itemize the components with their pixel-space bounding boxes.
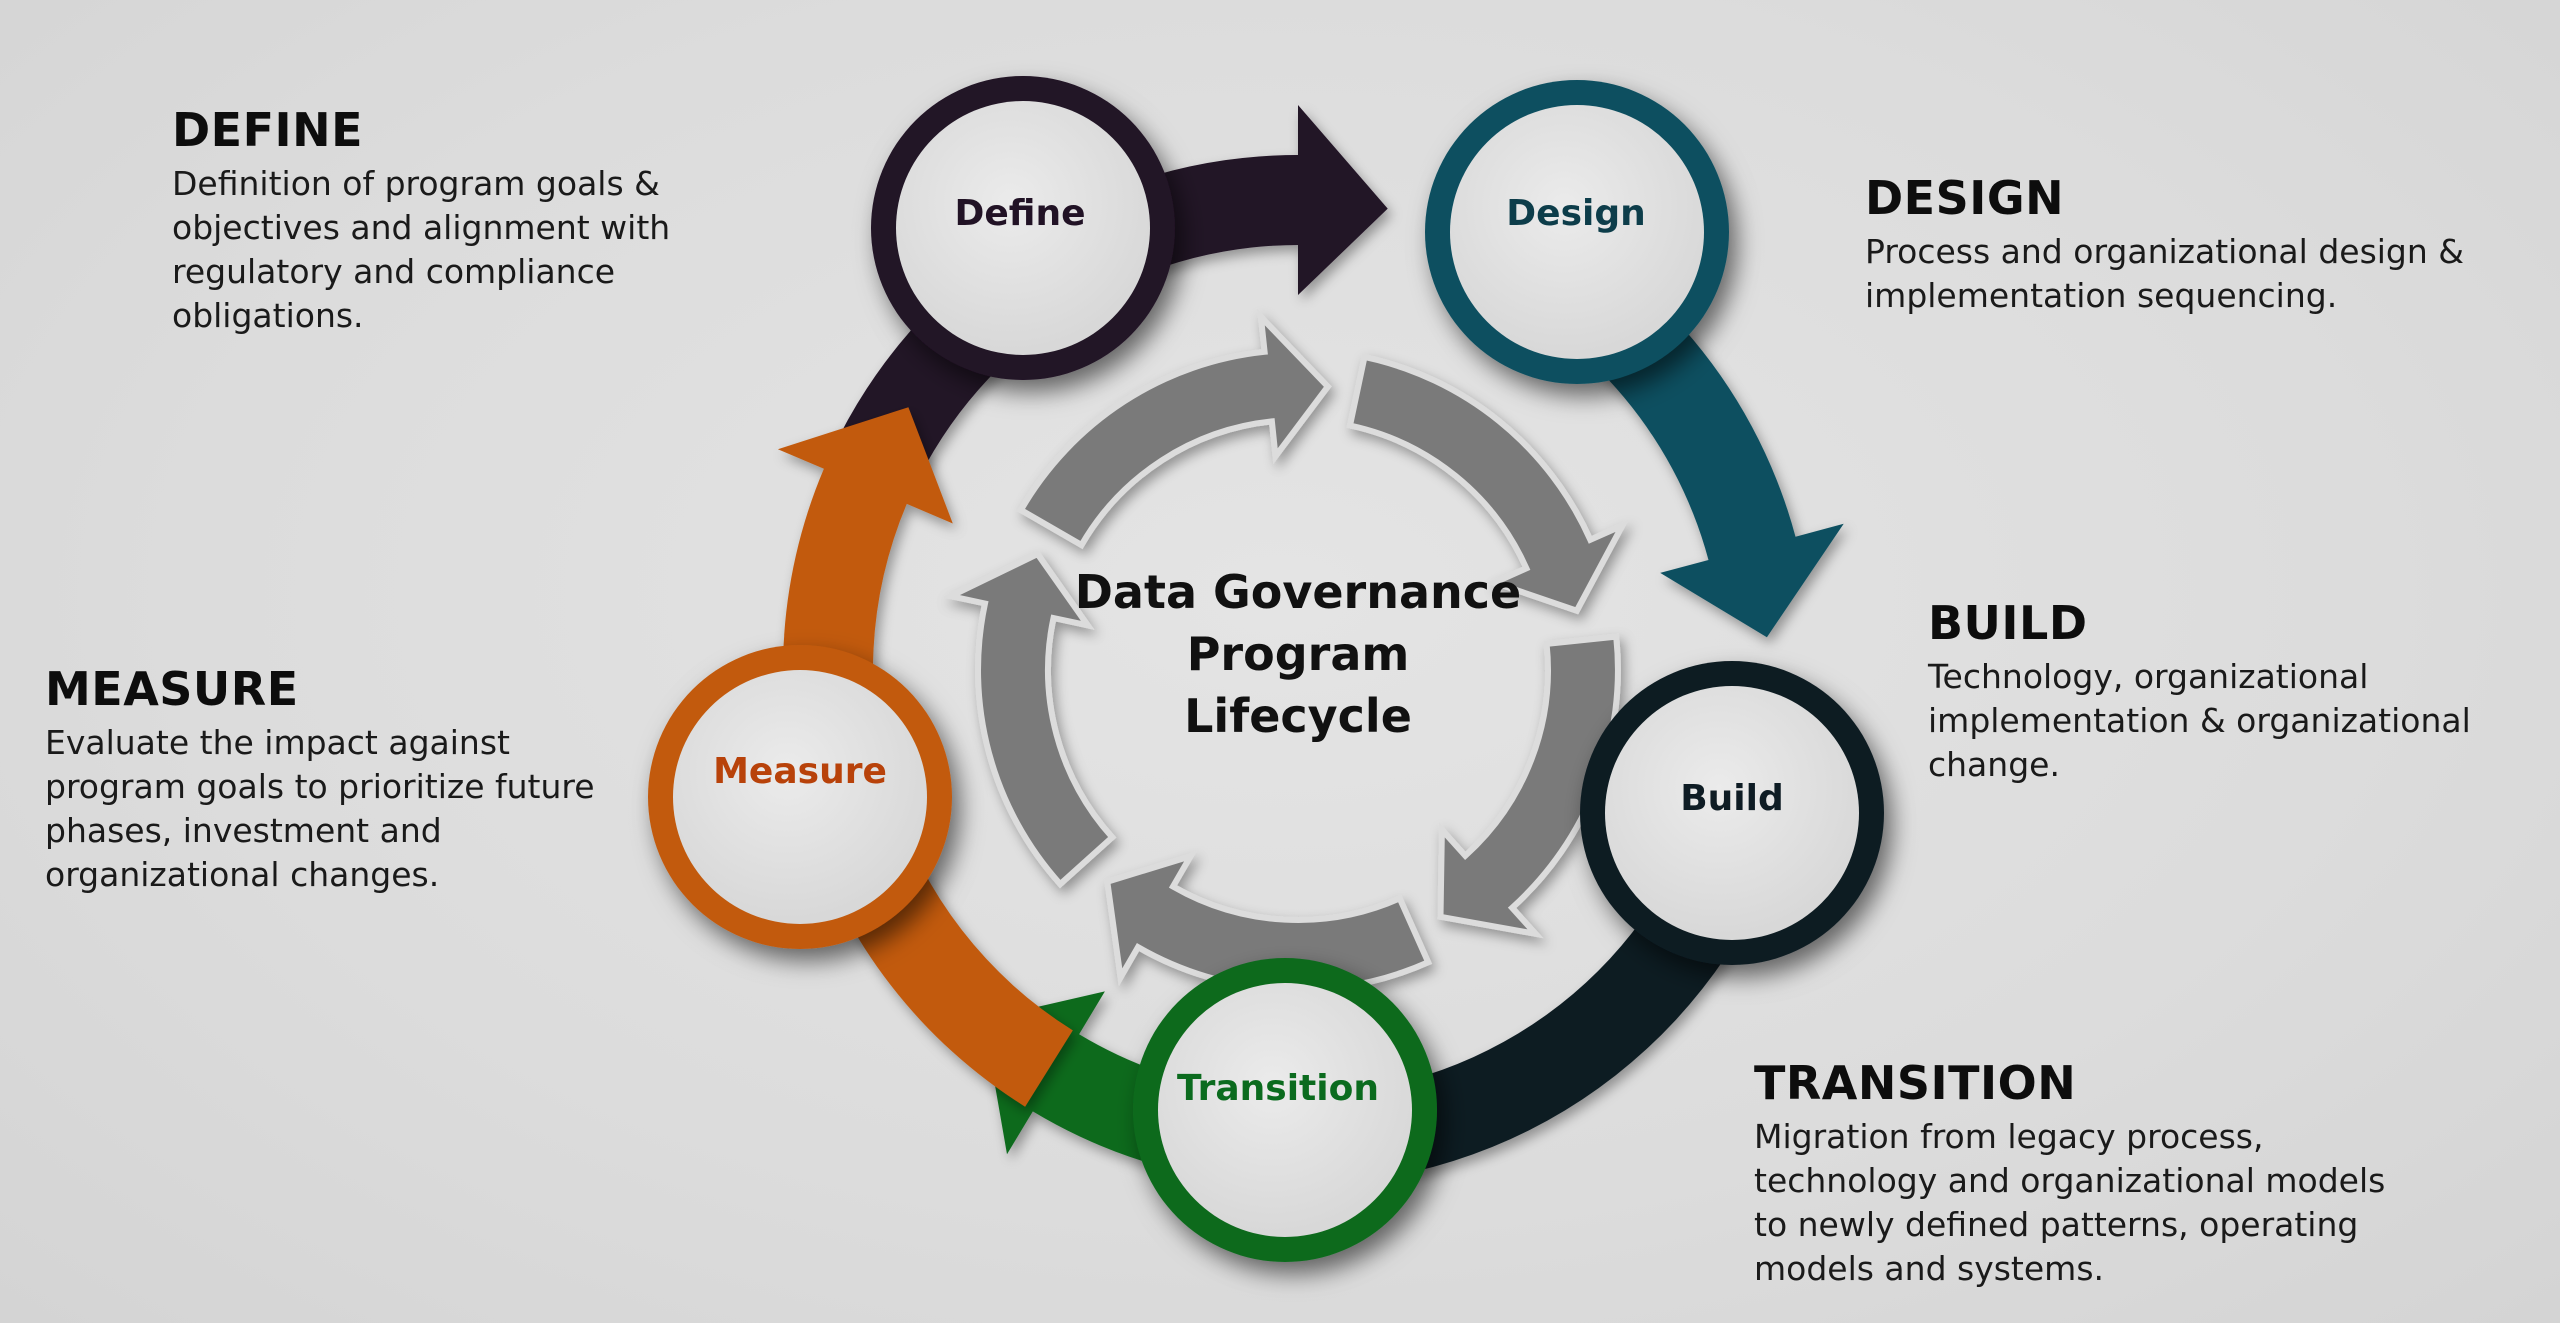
inner-ring-arrow-1 [1016,308,1332,550]
stage-label-define: Define [954,193,1085,234]
description-define-heading: DEFINE [172,103,364,157]
description-transition-text: Migration from legacy process, technolog… [1754,1117,2386,1288]
stage-node-define[interactable]: Define [871,76,1175,380]
description-define-text: Definition of program goals & objectives… [172,164,671,335]
stage-label-measure: Measure [713,751,887,792]
description-build-heading: BUILD [1928,596,2088,650]
cycle-arrow-define [831,105,1388,491]
stage-node-measure[interactable]: Measure [648,645,952,949]
stage-label-build: Build [1680,778,1784,819]
cycle-arrow-measure [777,407,1073,1107]
description-measure-heading: MEASURE [45,662,299,716]
description-design: DESIGN Process and organizational design… [1865,172,2525,318]
inner-ring-arrow-2 [1346,353,1630,615]
description-build-text: Technology, organizational implementatio… [1928,657,2471,784]
stage-node-build[interactable]: Build [1580,661,1884,965]
description-design-heading: DESIGN [1865,171,2065,225]
diagram-title: Data Governance Program Lifecycle [1075,565,1522,743]
stage-disc-define [896,101,1150,355]
inner-cycle-ring [941,308,1630,993]
stage-label-transition: Transition [1177,1068,1379,1109]
stage-disc-design [1450,105,1704,359]
stage-disc-build [1605,686,1859,940]
description-measure-text: Evaluate the impact against program goal… [45,723,595,894]
stage-label-design: Design [1506,193,1645,234]
stage-disc-transition [1158,983,1412,1237]
description-transition-heading: TRANSITION [1754,1056,2077,1110]
stage-node-design[interactable]: Design [1425,80,1729,384]
inner-ring-arrow-5 [941,550,1117,889]
diagram-title-line-2: Program [1187,627,1410,681]
diagram-title-line-1: Data Governance [1075,565,1522,619]
description-transition: TRANSITION Migration from legacy process… [1754,1057,2394,1291]
stage-disc-measure [673,670,927,924]
description-define: DEFINE Definition of program goals & obj… [172,104,772,338]
description-measure: MEASURE Evaluate the impact against prog… [45,663,645,897]
description-build: BUILD Technology, organizational impleme… [1928,597,2528,787]
stage-nodes: Define Design Build Transition Measure [648,76,1884,1262]
description-design-text: Process and organizational design & impl… [1865,232,2465,315]
diagram-title-line-3: Lifecycle [1184,689,1412,743]
stage-node-transition[interactable]: Transition [1133,958,1437,1262]
